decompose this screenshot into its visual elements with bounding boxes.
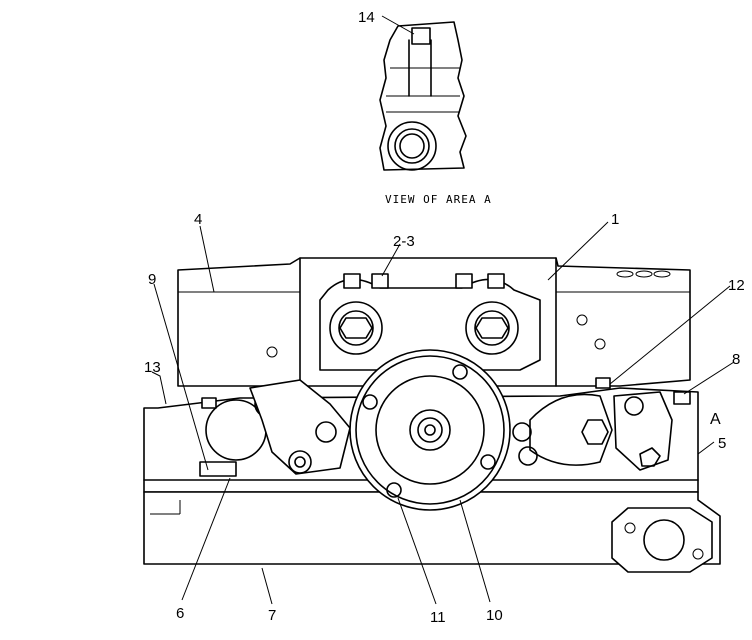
- leader-lines: [151, 15, 735, 605]
- detail-view-area-a: VIEW OF AREA A: [379, 21, 492, 206]
- callout-13: 13: [144, 359, 161, 376]
- callout-11: 11: [430, 609, 446, 626]
- callout-10: 10: [486, 607, 503, 624]
- callout-5: 5: [718, 435, 726, 452]
- callout-4: 4: [194, 211, 202, 228]
- callout-7: 7: [268, 607, 276, 624]
- callout-6: 6: [176, 605, 184, 622]
- callout-9: 9: [148, 271, 156, 288]
- view-caption: VIEW OF AREA A: [385, 193, 492, 206]
- callout-labels: 14 4 2-3 1 9 12 13 8 A 5 6 7 11 10: [144, 9, 745, 626]
- callout-14: 14: [358, 9, 375, 26]
- area-marker-a: A: [710, 411, 721, 428]
- main-assembly: [143, 257, 721, 573]
- callout-1: 1: [611, 211, 619, 228]
- callout-12: 12: [728, 277, 745, 294]
- callout-8: 8: [732, 351, 740, 368]
- callout-2-3: 2-3: [393, 233, 415, 250]
